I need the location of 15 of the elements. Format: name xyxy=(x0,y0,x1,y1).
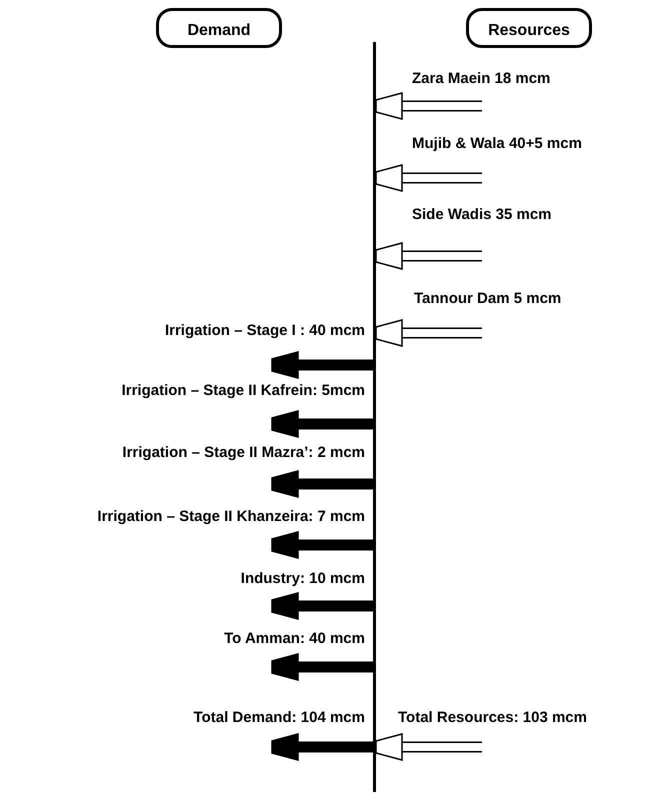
edge-label: Industry: 10 mcm xyxy=(240,570,365,588)
rounded-box: Resources xyxy=(466,8,592,48)
vertical-line xyxy=(373,42,376,792)
rounded-box: Demand xyxy=(156,8,282,48)
edge-label: Tannour Dam 5 mcm xyxy=(414,290,562,308)
edge-label: Total Resources: 103 mcm xyxy=(398,709,587,727)
edge-label: Total Demand: 104 mcm xyxy=(194,709,365,727)
edge-label: Irrigation – Stage I : 40 mcm xyxy=(164,322,365,340)
edge-label: Irrigation – Stage II Kafrein: 5mcm xyxy=(122,382,365,400)
edge-label: Zara Maein 18 mcm xyxy=(412,70,550,88)
edge-label: Irrigation – Stage II Mazra’: 2 mcm xyxy=(122,444,365,462)
edge-label: Side Wadis 35 mcm xyxy=(412,206,552,224)
edge-label: To Amman: 40 mcm xyxy=(224,630,365,648)
edge-label: Mujib & Wala 40+5 mcm xyxy=(412,135,582,153)
edge-label: Irrigation – Stage II Khanzeira: 7 mcm xyxy=(97,508,365,526)
